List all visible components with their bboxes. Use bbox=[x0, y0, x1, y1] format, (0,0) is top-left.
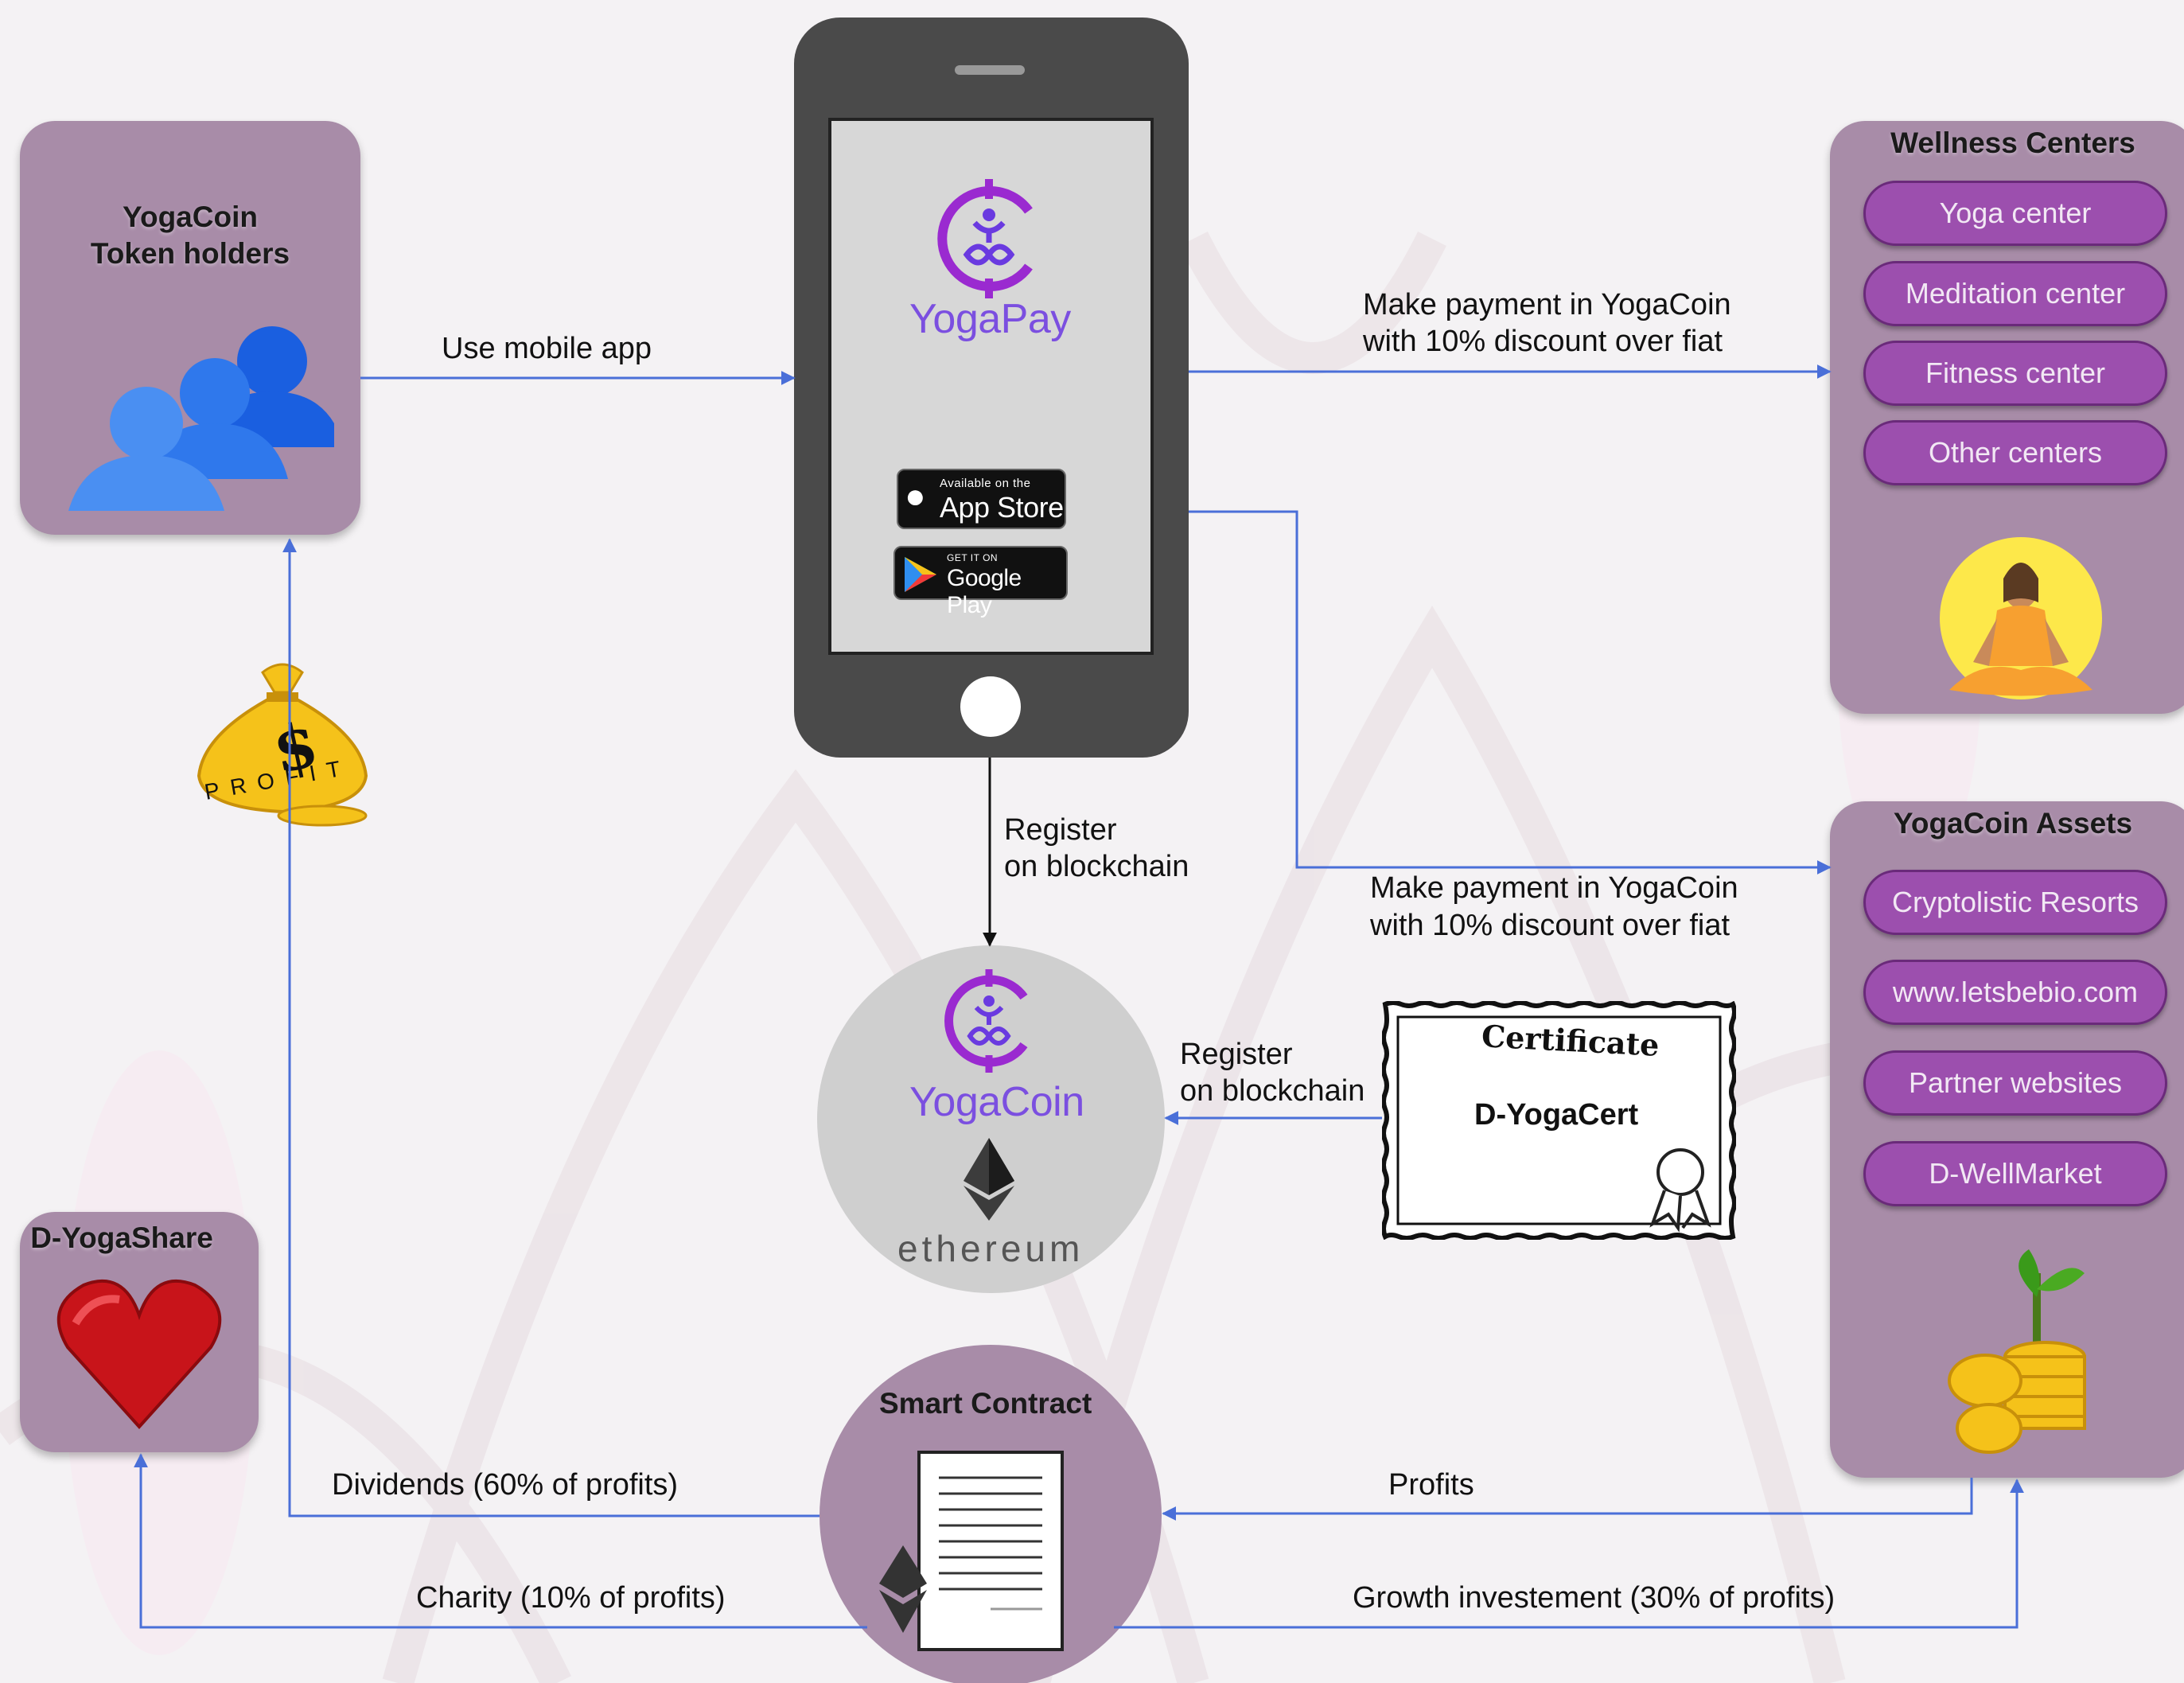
profits-label: Profits bbox=[1388, 1468, 1474, 1502]
yogapay-app-name: YogaPay bbox=[909, 296, 1071, 342]
certificate-frame bbox=[1382, 1001, 1736, 1240]
wellness-item-meditation-center[interactable]: Meditation center bbox=[1863, 261, 2167, 326]
wellness-item-fitness-center[interactable]: Fitness center bbox=[1863, 341, 2167, 406]
certificate-name: D-YogaCert bbox=[1474, 1098, 1639, 1132]
register-cert-label-line2: on blockchain bbox=[1180, 1074, 1365, 1108]
apple-icon: ● bbox=[905, 477, 926, 516]
pay-assets-label-line2: with 10% discount over fiat bbox=[1370, 909, 1730, 942]
d-yogashare-panel: D-YogaShare bbox=[20, 1212, 259, 1452]
register-cert-label-line1: Register bbox=[1180, 1038, 1293, 1071]
google-play-big-text: Google Play bbox=[947, 565, 1022, 618]
assets-item-partner-websites[interactable]: Partner websites bbox=[1863, 1050, 2167, 1116]
google-play-small-text: GET IT ON bbox=[947, 552, 999, 563]
yogacoin-logo-icon bbox=[944, 969, 1028, 1073]
dividends-label: Dividends (60% of profits) bbox=[332, 1468, 679, 1502]
app-store-button[interactable]: ● Available on the App Store bbox=[897, 469, 1066, 529]
yogacoin-assets-panel: YogaCoin Assets Cryptolistic Resorts www… bbox=[1830, 801, 2184, 1478]
coins-growth-icon bbox=[1948, 1249, 2086, 1454]
token-holders-title-line1: YogaCoin bbox=[123, 201, 258, 233]
assets-item-letsbebio[interactable]: www.letsbebio.com bbox=[1863, 960, 2167, 1025]
d-yogashare-title: D-YogaShare bbox=[30, 1221, 213, 1254]
register-app-label-line1: Register bbox=[1004, 813, 1117, 847]
play-triangle-icon bbox=[905, 557, 936, 592]
growth-connector bbox=[1114, 1478, 2024, 1629]
app-store-big-text: App Store bbox=[940, 491, 1064, 524]
use-app-label: Use mobile app bbox=[442, 332, 652, 365]
token-holders-title: YogaCoin Token holders bbox=[20, 199, 360, 272]
wellness-centers-panel: Wellness Centers Yoga center Meditation … bbox=[1830, 121, 2184, 714]
yogacoin-assets-title: YogaCoin Assets bbox=[1893, 807, 2133, 840]
heart-icon bbox=[56, 1279, 222, 1429]
profits-connector bbox=[1162, 1478, 1973, 1521]
app-store-small-text: Available on the bbox=[940, 477, 1031, 490]
pay-wellness-label-line2: with 10% discount over fiat bbox=[1363, 325, 1723, 358]
register-app-label-line2: on blockchain bbox=[1004, 850, 1189, 883]
contract-document-icon bbox=[879, 1451, 1064, 1651]
google-play-button[interactable]: GET IT ON Google Play bbox=[893, 546, 1068, 618]
dividends-connector bbox=[282, 538, 819, 1517]
profit-money-bag-icon: $ PROFIT bbox=[197, 663, 368, 827]
smart-contract-title: Smart Contract bbox=[879, 1387, 1092, 1420]
yogapay-logo-icon bbox=[937, 179, 1033, 298]
wellness-item-other-centers[interactable]: Other centers bbox=[1863, 420, 2167, 485]
token-holders-panel: YogaCoin Token holders bbox=[20, 121, 360, 535]
pay-assets-label-line1: Make payment in YogaCoin bbox=[1370, 871, 1738, 905]
wellness-centers-title: Wellness Centers bbox=[1890, 127, 2135, 159]
charity-label: Charity (10% of profits) bbox=[416, 1581, 726, 1615]
ethereum-icon bbox=[964, 1138, 1014, 1221]
meditation-icon bbox=[1940, 537, 2102, 699]
pay-assets-connector bbox=[1189, 510, 1832, 875]
yogacoin-coin-name: YogaCoin bbox=[909, 1079, 1084, 1125]
token-holders-title-line2: Token holders bbox=[90, 237, 290, 270]
users-icon bbox=[68, 326, 334, 511]
growth-label: Growth investement (30% of profits) bbox=[1353, 1581, 1836, 1615]
wellness-item-yoga-center[interactable]: Yoga center bbox=[1863, 181, 2167, 246]
charity-connector bbox=[134, 1453, 867, 1629]
assets-item-cryptolistic-resorts[interactable]: Cryptolistic Resorts bbox=[1863, 870, 2167, 935]
assets-item-d-wellmarket[interactable]: D-WellMarket bbox=[1863, 1141, 2167, 1206]
ethereum-wordmark: ethereum bbox=[897, 1228, 1084, 1269]
pay-wellness-label-line1: Make payment in YogaCoin bbox=[1363, 288, 1731, 321]
